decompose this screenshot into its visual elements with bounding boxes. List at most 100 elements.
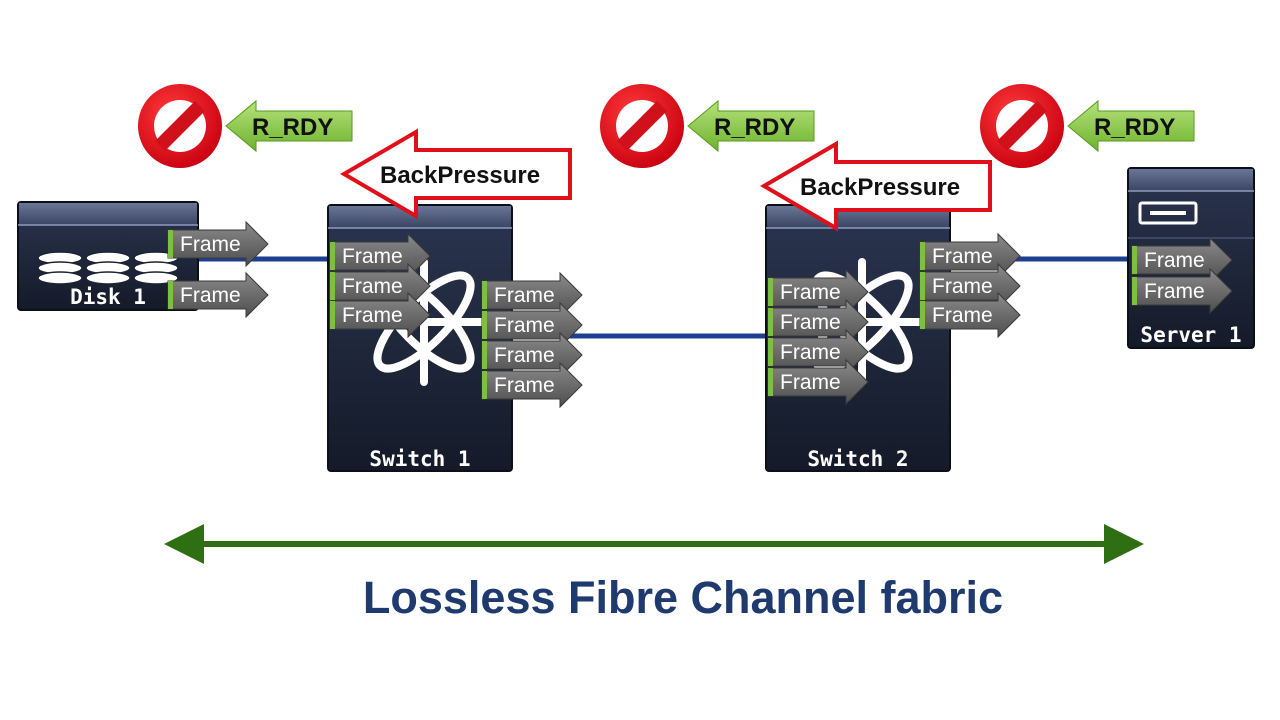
server-drive-bay: [1138, 201, 1198, 225]
disk-device-top: [19, 203, 197, 225]
frame-stripe: [330, 242, 335, 270]
frame-label: Frame: [342, 275, 403, 298]
frame-arrow-body: [329, 262, 431, 310]
frame-label: Frame: [494, 344, 555, 367]
server-drive-icon: [1138, 201, 1198, 225]
frame-stripe: [768, 308, 773, 336]
r-rdy-arrow: R_RDY: [225, 99, 353, 153]
frame-arrow: Frame: [481, 331, 583, 379]
frame-arrow: Frame: [1131, 236, 1233, 284]
frame-stripe: [920, 301, 925, 329]
frame-arrow-body: [167, 220, 269, 268]
frame-arrow-body: [481, 301, 583, 349]
frame-stripe: [768, 338, 773, 366]
frame-stripe: [330, 272, 335, 300]
r-rdy-label: R_RDY: [1094, 114, 1175, 141]
backpressure-arrow-body: [340, 128, 572, 220]
fabric-caption: Lossless Fibre Channel fabric: [362, 572, 1004, 623]
frame-arrow: Frame: [919, 291, 1021, 339]
frame-arrow-body: [329, 232, 431, 280]
server-label: Server 1: [1140, 323, 1241, 347]
disk-platter: [85, 271, 131, 285]
frame-stripe: [482, 371, 487, 399]
frame-label: Frame: [342, 304, 403, 327]
frame-arrow: Frame: [481, 301, 583, 349]
frame-stripe: [482, 341, 487, 369]
frame-arrow: Frame: [329, 232, 431, 280]
r-rdy-arrow-body: [1067, 99, 1195, 153]
fabric-extent-arrow: [164, 524, 1144, 564]
devices: Disk 1 Switch 1 Switch 2 Server 1: [17, 167, 1255, 472]
frame-arrow: Frame: [767, 268, 869, 316]
frame-arrow-body: [767, 328, 869, 376]
frame-arrow: Frame: [481, 271, 583, 319]
frame-arrow-body: [481, 361, 583, 409]
server-device-top: [1129, 169, 1253, 191]
r-rdy-label: R_RDY: [252, 114, 333, 141]
disk-platter-icon: [85, 251, 131, 285]
backpressure-arrow-body: [760, 140, 992, 232]
frame-arrow-body: [767, 298, 869, 346]
frame-label: Frame: [780, 341, 841, 364]
frame-label: Frame: [1144, 280, 1205, 303]
frame-label: Frame: [494, 284, 555, 307]
prohibited-icon: [600, 84, 684, 168]
frame-arrow-body: [329, 291, 431, 339]
disk-platter-icon: [37, 251, 83, 285]
prohibited-slash: [155, 101, 205, 151]
frame-stripe: [330, 301, 335, 329]
frame-arrow: Frame: [167, 220, 269, 268]
frame-arrow-body: [919, 232, 1021, 280]
frame-arrow: Frame: [1131, 267, 1233, 315]
frame-stripe: [482, 311, 487, 339]
frame-label: Frame: [780, 311, 841, 334]
switch2-device-label: Switch 2: [807, 447, 908, 471]
frame-stripe: [482, 281, 487, 309]
frame-label: Frame: [1144, 249, 1205, 272]
fabric-arrow-right-head: [1104, 524, 1144, 564]
switch1-device-top: [329, 206, 511, 228]
r-rdy-arrow-body: [225, 99, 353, 153]
prohibited-slash: [617, 101, 667, 151]
r-rdy-arrow: R_RDY: [1067, 99, 1195, 153]
frame-arrow-body: [767, 268, 869, 316]
frame-label: Frame: [932, 275, 993, 298]
frame-stripe: [768, 368, 773, 396]
frame-arrow: Frame: [167, 271, 269, 319]
backpressure-arrow: BackPressure: [340, 128, 572, 220]
backpressure-label: BackPressure: [380, 162, 540, 189]
switch1-device-label: Switch 1: [369, 447, 470, 471]
frame-arrow: Frame: [329, 291, 431, 339]
frame-stripe: [168, 230, 173, 258]
backpressure-arrow: BackPressure: [760, 140, 992, 232]
prohibited-icon: [980, 84, 1064, 168]
disk-label: Disk 1: [70, 285, 146, 309]
r-rdy-label: R_RDY: [714, 114, 795, 141]
frame-arrow-body: [1131, 236, 1233, 284]
frame-arrow-body: [481, 271, 583, 319]
frame-stripe: [1132, 277, 1137, 305]
frame-arrow: Frame: [481, 361, 583, 409]
prohibited-slash: [997, 101, 1047, 151]
frame-stripe: [168, 281, 173, 309]
frame-stripe: [920, 272, 925, 300]
fabric-arrow-left-head: [164, 524, 204, 564]
disk-platter: [133, 271, 179, 285]
frame-arrow: Frame: [919, 262, 1021, 310]
frame-arrow-body: [919, 262, 1021, 310]
frame-label: Frame: [932, 245, 993, 268]
frame-arrows: FrameFrameFrameFrameFrameFrameFrameFrame…: [167, 220, 1233, 409]
frame-arrow: Frame: [329, 262, 431, 310]
prohibited-icon: [138, 84, 222, 168]
disk-platter: [37, 271, 83, 285]
frame-label: Frame: [494, 374, 555, 397]
frame-arrow: Frame: [919, 232, 1021, 280]
frame-label: Frame: [180, 284, 241, 307]
frame-arrow-body: [481, 331, 583, 379]
r-rdy-arrow: R_RDY: [687, 99, 815, 153]
frame-arrow-body: [767, 358, 869, 406]
frame-arrow: Frame: [767, 358, 869, 406]
frame-label: Frame: [780, 371, 841, 394]
